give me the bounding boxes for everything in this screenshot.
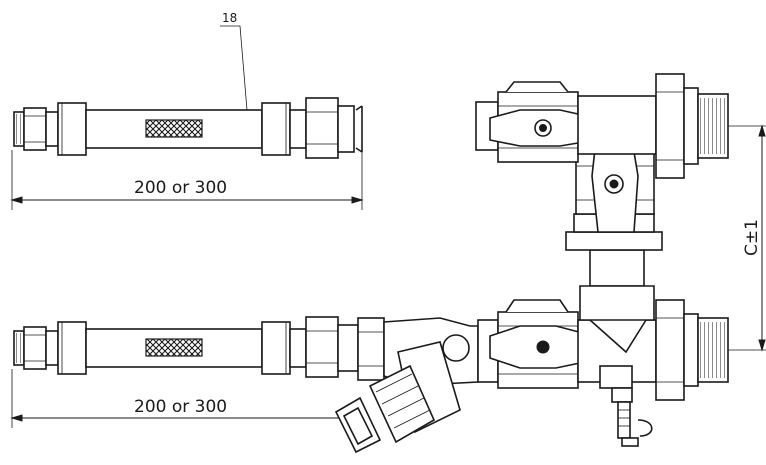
vertical-center-dimension: C±1: [728, 124, 766, 352]
strainer-body: [334, 317, 479, 454]
middle-ball-valve: [575, 129, 655, 233]
top-ball-valve: [475, 81, 597, 163]
vertical-center-label: C±1: [742, 219, 762, 256]
bottom-length-dimension: 200 or 300: [10, 369, 364, 428]
top-hose-assembly: [13, 97, 363, 159]
top-tee-union: [577, 73, 729, 179]
bottom-ball-valve: [477, 299, 595, 389]
top-length-dimension: 200 or 300: [10, 150, 364, 210]
bottom-tee-union: [577, 299, 729, 447]
braided-mesh-label: [145, 119, 203, 138]
callout-number: 18: [222, 11, 237, 25]
callout-18: 18: [220, 11, 248, 111]
bottom-hose-assembly: [13, 316, 359, 378]
braided-mesh-label-bottom: [145, 338, 203, 357]
top-length-label: 200 or 300: [134, 178, 227, 198]
bottom-length-label: 200 or 300: [134, 397, 227, 417]
vertical-riser: [565, 213, 663, 321]
